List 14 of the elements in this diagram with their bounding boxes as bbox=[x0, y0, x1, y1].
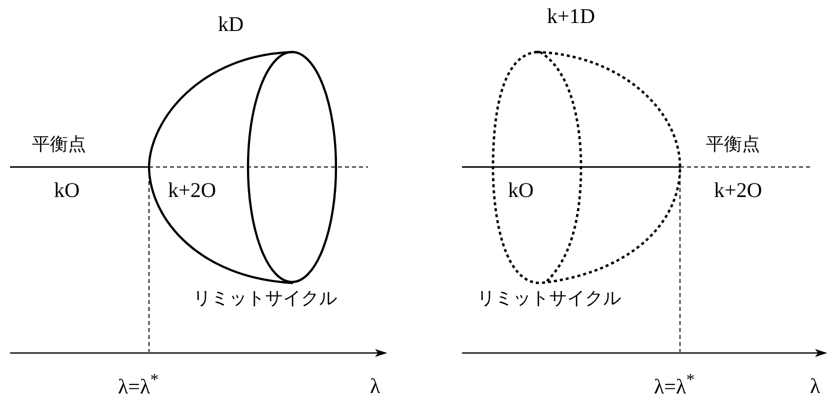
math-label: k+2O bbox=[714, 180, 762, 201]
axis-label: λ=λ$^{*}$ bbox=[118, 372, 159, 398]
axis-label: λ bbox=[810, 376, 820, 397]
text-label: 平衡点 bbox=[32, 136, 86, 154]
text-label: リミットサイクル bbox=[477, 290, 621, 308]
math-label: kO bbox=[508, 180, 534, 201]
text-label: リミットサイクル bbox=[193, 290, 337, 308]
text-label: 平衡点 bbox=[706, 136, 760, 154]
axis-label: λ=λ$^{*}$ bbox=[654, 372, 695, 398]
math-label: kO bbox=[54, 180, 80, 201]
math-label: k+1D bbox=[547, 6, 596, 27]
math-label: k+2O bbox=[168, 180, 216, 201]
axis-label: λ bbox=[370, 376, 380, 397]
math-label: kD bbox=[218, 14, 244, 35]
